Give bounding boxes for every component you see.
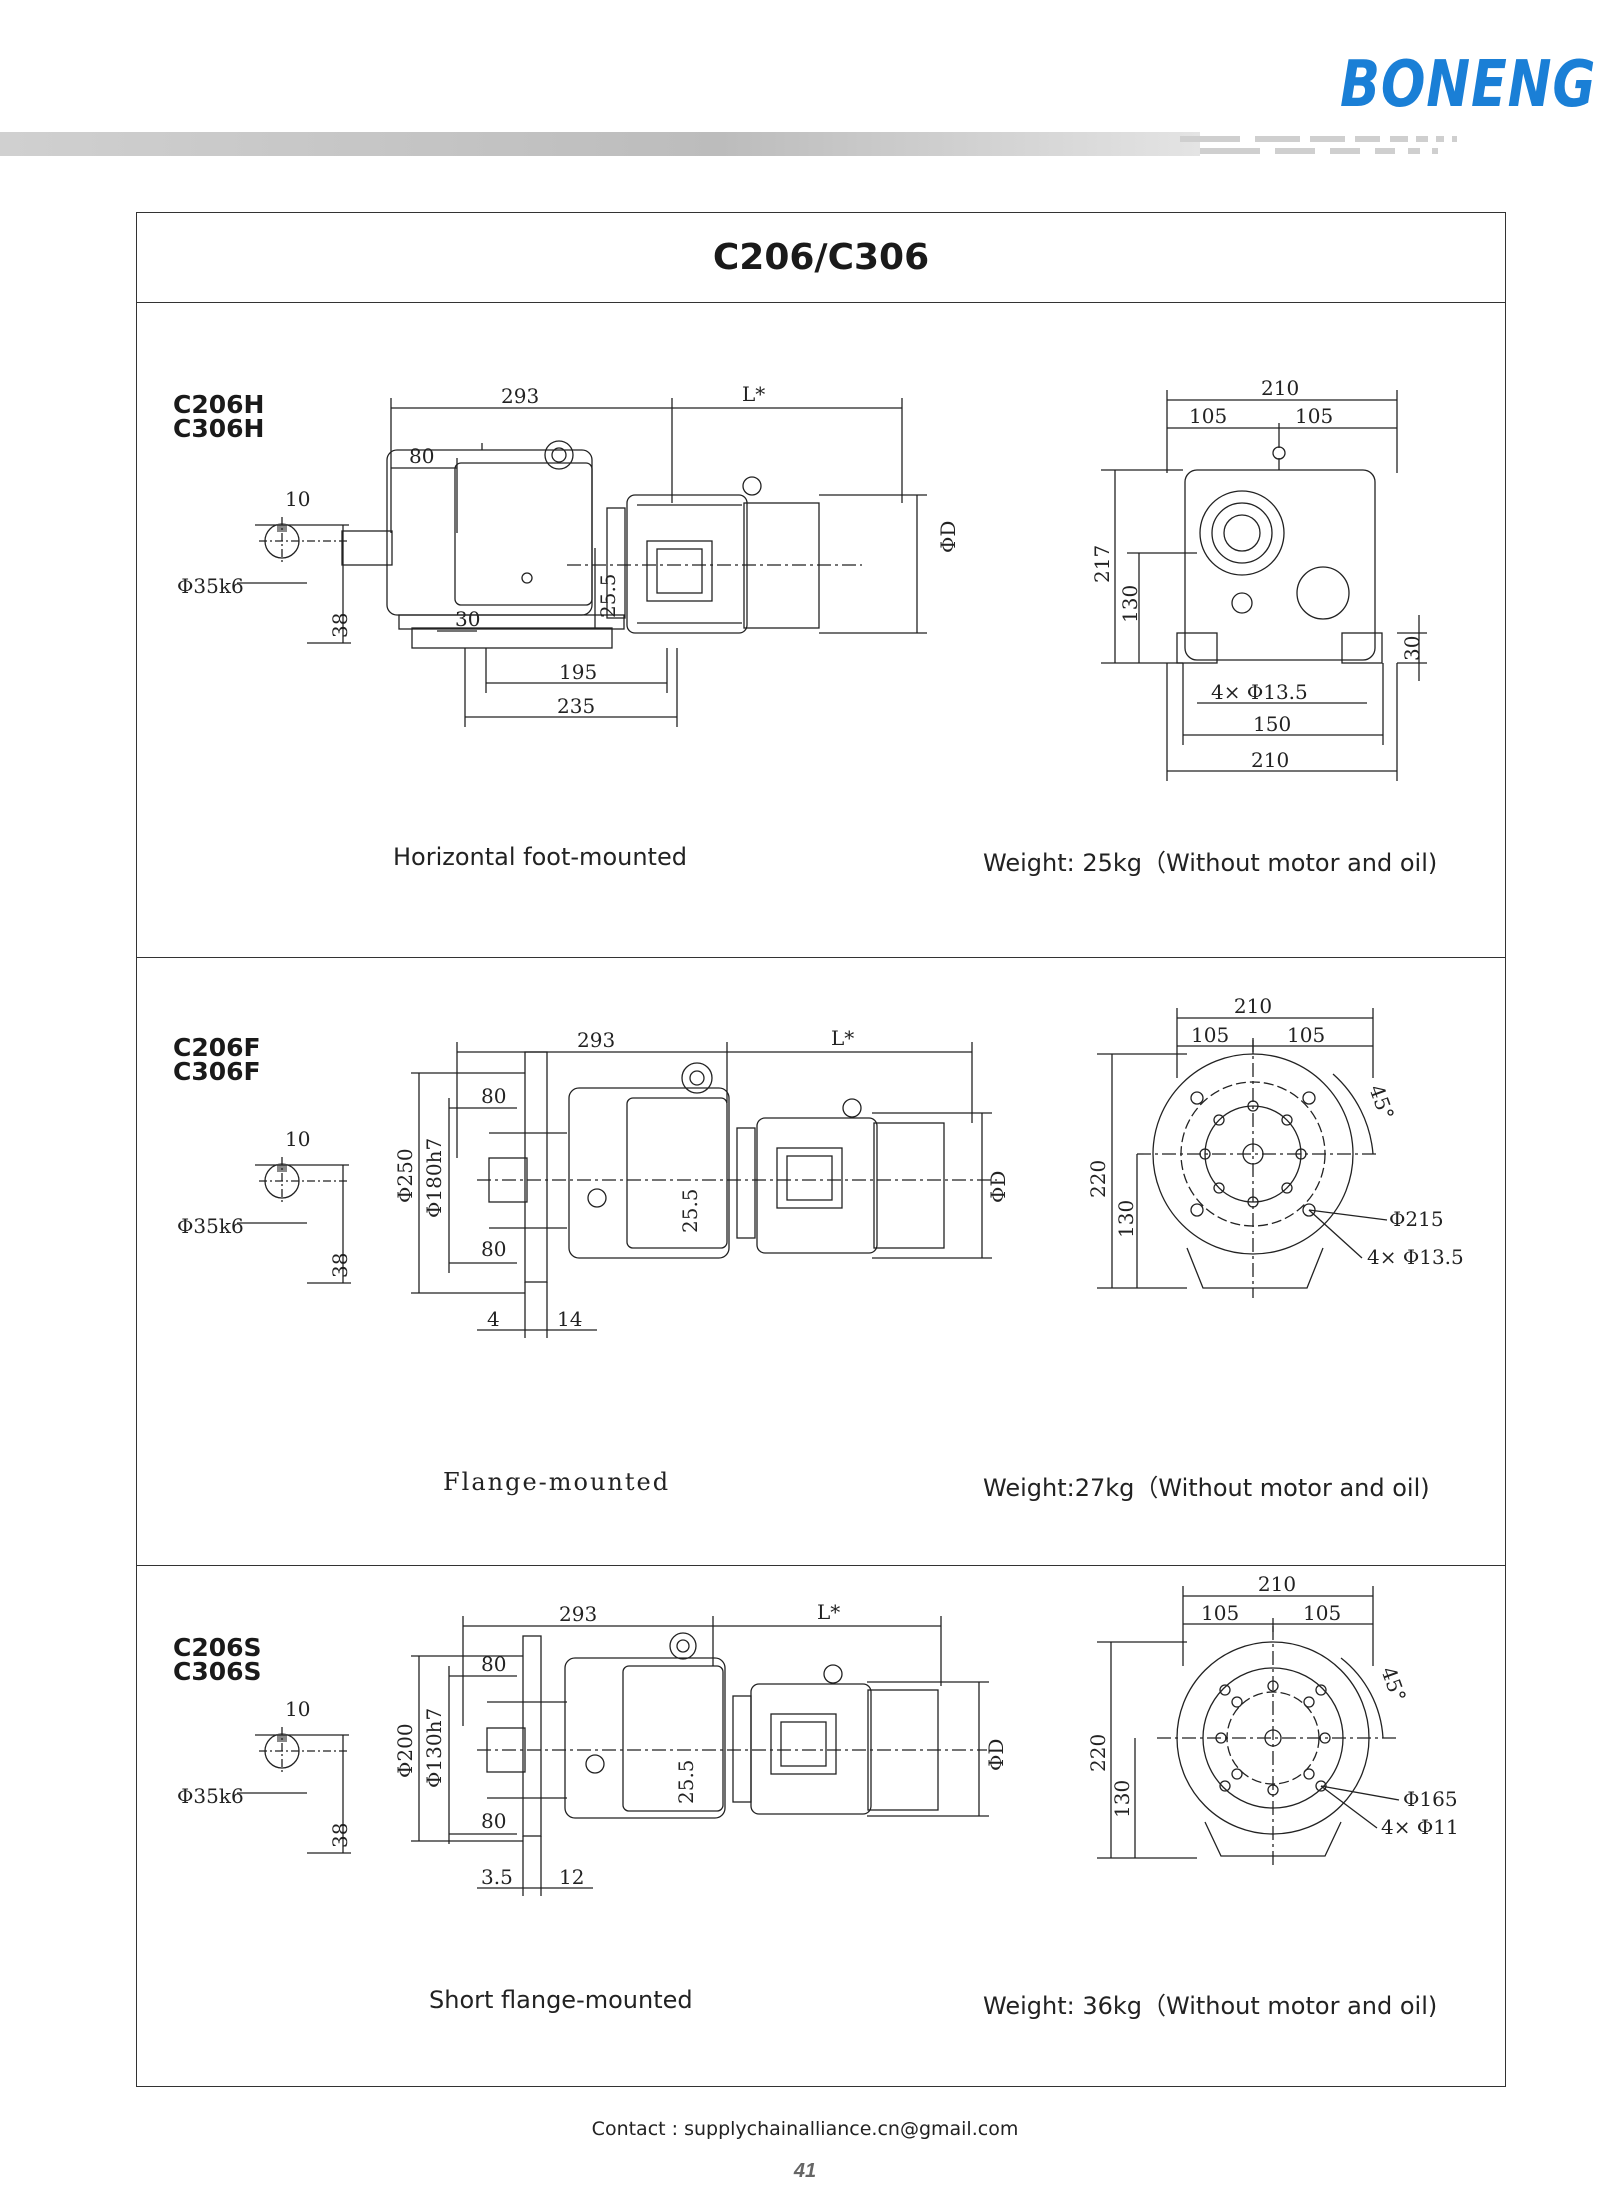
dim-height: 217 [1090, 545, 1114, 583]
dim-hole-span: 150 [1253, 712, 1291, 736]
dim-shaft-height: 38 [328, 613, 352, 638]
model-code-1: C206F [173, 1033, 261, 1062]
dim-side-width: 210 [1258, 1572, 1296, 1596]
dim-shaft-len-bottom: 80 [481, 1237, 506, 1261]
header-bar [0, 132, 1200, 156]
dim-base-width: 210 [1251, 748, 1289, 772]
model-code-2: C306S [173, 1657, 262, 1686]
dim-pcd: Φ215 [1389, 1207, 1444, 1231]
dim-side-half-left: 105 [1201, 1601, 1239, 1625]
mounting-caption: Short flange-mounted [429, 1986, 693, 2014]
dim-shaft-len: 80 [409, 444, 434, 468]
mounting-caption: Flange-mounted [443, 1468, 671, 1496]
model-code-1: C206H [173, 390, 265, 419]
header-dashes [1180, 136, 1457, 154]
dim-motor-len: L* [831, 1026, 854, 1050]
drawing-frame: C206/C306 C206H C306H [136, 212, 1506, 2087]
dim-angle: 45° [1376, 1664, 1411, 1706]
section-flange-mounted: C206F C306F [137, 958, 1505, 1566]
dim-axis-height: 130 [1118, 585, 1142, 623]
dim-spigot-dia: Φ130h7 [422, 1708, 446, 1788]
dim-offset: 30 [455, 607, 480, 631]
dim-shaft-key: 10 [285, 487, 310, 511]
dim-flange-thick: 14 [557, 1307, 582, 1331]
dim-flange-gap: 3.5 [481, 1865, 513, 1889]
dim-shaft-dia: Φ35k6 [177, 574, 244, 598]
dim-pcd: Φ165 [1403, 1787, 1458, 1811]
dim-total-gear: 293 [577, 1028, 615, 1052]
dim-height: 220 [1086, 1734, 1110, 1772]
dim-total-gear: 293 [501, 384, 539, 408]
dim-motor-len: L* [742, 382, 765, 406]
contact-info: Contact : supplychainalliance.cn@gmail.c… [591, 2118, 1019, 2140]
model-code-2: C306F [173, 1057, 261, 1086]
dim-shaft-len-top: 80 [481, 1652, 506, 1676]
dim-holes: 4× Φ11 [1381, 1815, 1459, 1839]
dim-side-half-left: 105 [1191, 1023, 1229, 1047]
dim-shaft-dia: Φ35k6 [177, 1214, 244, 1238]
dim-motor-len: L* [817, 1600, 840, 1624]
dim-side-half-right: 105 [1303, 1601, 1341, 1625]
dim-shaft-len-bottom: 80 [481, 1809, 506, 1833]
dim-flange-dia: Φ250 [393, 1148, 417, 1203]
dim-shaft-height: 38 [328, 1823, 352, 1848]
model-code-1: C206S [173, 1633, 262, 1662]
page-number: 41 [793, 2160, 817, 2182]
flange-mounted-drawing: 10 Φ35k6 38 293 L* 80 80 Φ250 Φ180h7 ΦD … [177, 994, 1464, 1338]
dim-foot-thick: 30 [1400, 636, 1424, 661]
dim-shaft-height: 38 [328, 1253, 352, 1278]
foot-mounted-drawing: 10 Φ35k6 38 293 L* 80 30 ΦD 25.5 195 235… [177, 376, 1427, 781]
dim-side-half-right: 105 [1295, 404, 1333, 428]
dim-holes: 4× Φ13.5 [1211, 680, 1308, 704]
dim-spigot-dia: Φ180h7 [422, 1138, 446, 1218]
dim-shaft-len-top: 80 [481, 1084, 506, 1108]
dim-height: 220 [1086, 1160, 1110, 1198]
dim-holes: 4× Φ13.5 [1367, 1245, 1464, 1269]
weight-caption: Weight:27kg（Without motor and oil) [983, 1474, 1430, 1502]
dim-motor-dia: ΦD [936, 521, 960, 553]
dim-shaft-key: 10 [285, 1127, 310, 1151]
dim-axis-height: 130 [1114, 1200, 1138, 1238]
short-flange-drawing: 10 Φ35k6 38 293 L* 80 80 Φ200 Φ130h7 ΦD … [177, 1572, 1459, 1896]
section-short-flange-mounted: C206S C306S [137, 1566, 1505, 2086]
weight-caption: Weight: 36kg（Without motor and oil) [983, 1992, 1438, 2020]
section-foot-mounted: C206H C306H [137, 303, 1505, 958]
dim-motor-dia: ΦD [986, 1171, 1010, 1203]
dim-axis-height: 130 [1110, 1780, 1134, 1818]
dim-center-off: 25.5 [674, 1759, 698, 1804]
page-title: C206/C306 [137, 213, 1505, 303]
dim-center-off: 25.5 [678, 1188, 702, 1233]
dim-side-width: 210 [1261, 376, 1299, 400]
dim-side-half-left: 105 [1189, 404, 1227, 428]
dim-motor-dia: ΦD [984, 1739, 1008, 1771]
dim-side-half-right: 105 [1287, 1023, 1325, 1047]
dim-center-off: 25.5 [596, 573, 620, 618]
mounting-caption: Horizontal foot-mounted [393, 843, 687, 871]
dim-flange-thick: 12 [559, 1865, 584, 1889]
dim-foot-inner: 195 [559, 660, 597, 684]
model-code-2: C306H [173, 414, 265, 443]
dim-angle: 45° [1364, 1082, 1399, 1124]
weight-caption: Weight: 25kg（Without motor and oil) [983, 849, 1438, 877]
dim-shaft-dia: Φ35k6 [177, 1784, 244, 1808]
dim-flange-gap: 4 [487, 1307, 500, 1331]
dim-side-width: 210 [1234, 994, 1272, 1018]
dim-foot-outer: 235 [557, 694, 595, 718]
dim-shaft-key: 10 [285, 1697, 310, 1721]
dim-flange-dia: Φ200 [393, 1723, 417, 1778]
dim-total-gear: 293 [559, 1602, 597, 1626]
brand-logo: BONENG [1340, 48, 1597, 122]
